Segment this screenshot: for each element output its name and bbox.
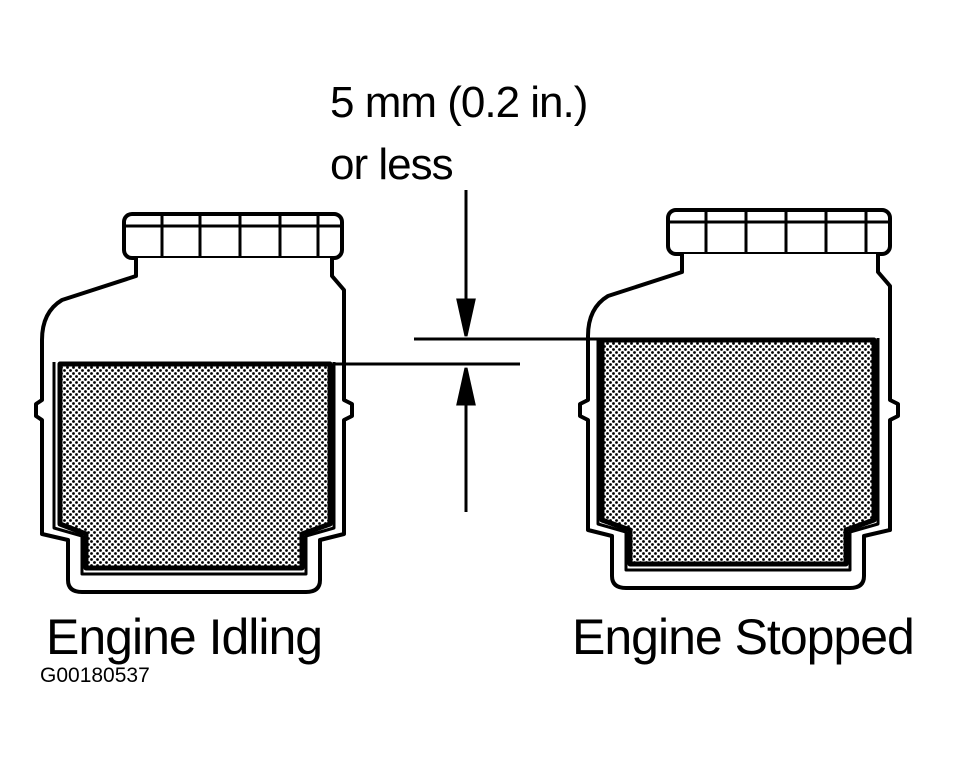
reservoir-label-idling: Engine Idling: [46, 609, 323, 665]
arrow-up-icon: [456, 367, 476, 406]
reservoir-label-stopped: Engine Stopped: [572, 609, 915, 665]
fluid-level-idling: [57, 361, 333, 571]
reservoir-engine-stopped: [578, 208, 900, 590]
reservoir-cap: [122, 212, 344, 260]
measurement-label: 5 mm (0.2 in.): [330, 78, 588, 127]
arrow-down-icon: [456, 298, 476, 337]
measurement-qualifier: or less: [330, 140, 454, 189]
fluid-level-stopped: [599, 337, 877, 567]
reservoir-engine-idling: [34, 212, 354, 594]
figure-id: G00180537: [40, 664, 150, 687]
dimension-arrows: [456, 190, 476, 512]
reservoir-cap: [666, 208, 892, 256]
